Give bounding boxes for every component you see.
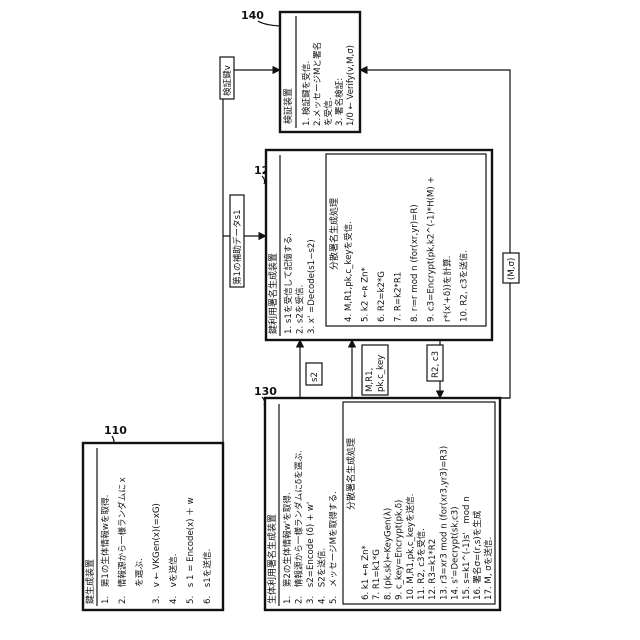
key-user-sub-title: 分散署名生成処理 (328, 198, 340, 270)
verifier-step: を受信. (322, 97, 334, 126)
svg-text:第1の補助データs1: 第1の補助データs1 (231, 209, 243, 285)
sign-user-sub-step: 12. R3=k1*R2 (428, 539, 438, 600)
sign-user-sub-title: 分散署名生成処理 (345, 438, 357, 510)
key-user-box: 鍵利用署名生成装置 1. s1を受信して記憶する.2. s2を受信.3. x' … (266, 150, 492, 340)
keygen-step: 2. 情報源から一様ランダムにｘ (116, 475, 128, 604)
key-user-sub-step: 7. R=k2*R1 (394, 272, 404, 322)
key-user-step: 3. x' =Decode(s1−s2) (307, 239, 317, 334)
sign-user-sub-step: 7. R1=k1*G (372, 549, 382, 600)
verifier-box: 検証装置 1. 検証鍵を受信.2.メッセージMと署名を受信.3. 署名検証:1/… (280, 12, 360, 132)
ref-key-user-leader (262, 176, 265, 184)
keygen-step: 3. v ← VKGen(x)(=xG) (152, 503, 162, 604)
sign-user-step: 4. S2を送信. (316, 548, 328, 604)
key-user-sub-step: 6. R2=k2*G (377, 271, 387, 322)
svg-text:pk,c_key: pk,c_key (376, 355, 386, 392)
sign-user-sub-step: 16. 署名σ=(r,s)を生成 (471, 510, 483, 600)
svg-text:(M,σ): (M,σ) (507, 258, 517, 280)
sign-user-sub-step: 17. M, σを送信. (482, 537, 494, 600)
svg-text:R2, c3: R2, c3 (431, 351, 441, 378)
sign-user-title: 生体利用署名生成装置 (266, 514, 278, 604)
ref-keygen: 110 (104, 424, 127, 437)
key-user-sub-step: 9. c3=Encrypt(pk,k2^(-1)*H(M) + (427, 176, 437, 322)
svg-text:検証鍵v: 検証鍵v (221, 65, 233, 96)
sign-user-sub-step: 11. R2, c3を受信. (415, 528, 427, 600)
sign-user-step: 3. s2=Encode (δ) + w' (306, 502, 316, 604)
keygen-step: 5. s 1 = Encode(x) ＋ w (185, 497, 196, 604)
verifier-step: 1/0 ← Verify(v,M,σ) (346, 45, 356, 126)
keygen-step: 1. 第1の生体情報wを取得. (99, 495, 111, 604)
svg-text:s2: s2 (310, 372, 320, 382)
keygen-box: 鍵生成装置 1. 第1の生体情報wを取得. 2. 情報源から一様ランダムにｘ を選… (83, 443, 223, 610)
sign-user-sub-step: 8. (pk,sk)←KeyGen(λ) (383, 508, 393, 600)
key-user-sub-step: 5. k2 ←ʀ Zn* (361, 266, 371, 322)
key-user-sub-step: 8. r≔r mod n (for(xr,yr)=R) (410, 204, 420, 322)
sign-user-step: 2. 情報源から一様ランダムにδを選ぶ. (293, 450, 305, 604)
key-user-step: 2. s2を受信. (294, 285, 306, 334)
aux-data-label: 第1の補助データs1 (230, 195, 244, 287)
sign-user-sub-step: 15. s=k1^(-1)s' mod n (462, 496, 472, 600)
sign-user-sub-step: 6. k1 ←ʀ Zn* (361, 544, 371, 600)
key-user-step: 1. s1を受信して記憶する. (282, 233, 294, 334)
keygen-step: 6. s1を送信. (201, 549, 213, 604)
keygen-title: 鍵生成装置 (84, 559, 96, 604)
keygen-step: を選ぶ. (134, 558, 145, 604)
m-r1-pk-ckey-label: M,R1, pk,c_key (362, 345, 388, 395)
verifier-step: 1. 検証鍵を受信. (300, 61, 312, 126)
key-user-sub-step: 4. M,R1,pk,c_keyを受信. (342, 221, 354, 322)
s2-label: s2 (306, 363, 322, 385)
ref-sign-user: 130 (254, 385, 277, 398)
keygen-step: 4. vを送信. (167, 554, 179, 604)
svg-text:M,R1,: M,R1, (365, 368, 375, 392)
key-user-sub-step: r*(x'+δ))を計算. (441, 256, 453, 322)
verifier-title: 検証装置 (282, 88, 294, 124)
verifier-step: 2.メッセージMと署名 (311, 42, 323, 126)
key-user-sub-step: 10. R2, c3を送信. (458, 250, 470, 322)
sign-user-sub-step: 9. c_key=Encrypt(pk,δ) (395, 500, 405, 600)
m-sigma-label: (M,σ) (503, 253, 519, 283)
sign-user-sub-step: 14. s'=Decrypt(sk,c3) (451, 506, 461, 600)
sign-user-step: 1. 第2の生体情報w'を取得. (281, 492, 293, 604)
verifier-step: 3. 署名検証: (333, 78, 345, 126)
verify-key-label: 検証鍵v (220, 57, 234, 99)
sign-user-box: 生体利用署名生成装置 1. 第2の生体情報w'を取得.2. 情報源から一様ランダ… (265, 398, 500, 610)
sign-user-sub-step: 10. M,R1,pk,c_keyを送信. (404, 494, 416, 600)
key-user-title: 鍵利用署名生成装置 (267, 253, 279, 334)
sign-user-step: 5. メッセージMを取得する. (327, 491, 339, 604)
r2-c3-label: R2, c3 (427, 345, 443, 381)
ref-verifier: 140 (241, 9, 264, 22)
sign-user-sub-step: 13. r3=xr3 mod n (for(xr3,yr3)=R3) (439, 446, 449, 600)
